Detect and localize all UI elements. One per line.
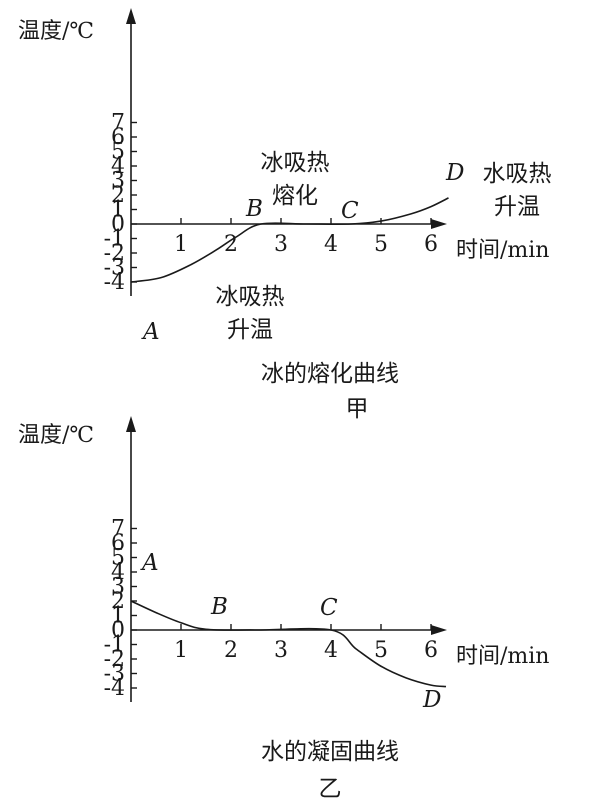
point-label-c: C bbox=[341, 198, 359, 224]
y-tick-label: 1 bbox=[111, 198, 125, 223]
chart-title: 水的凝固曲线 bbox=[261, 739, 399, 765]
point-label-a: A bbox=[140, 550, 159, 576]
y-tick-label: 0 bbox=[111, 212, 125, 237]
y-tick-label: 2 bbox=[111, 183, 125, 208]
annotation-text: 熔化 bbox=[272, 183, 318, 209]
y-axis-arrow bbox=[126, 416, 136, 432]
annotation-text: 冰吸热 bbox=[216, 284, 285, 310]
chart-subtitle: 甲 bbox=[346, 396, 369, 422]
x-axis-label: 时间/min bbox=[456, 644, 549, 669]
y-tick-label: 3 bbox=[111, 169, 125, 194]
point-label-c: C bbox=[320, 595, 338, 621]
x-tick-label: 5 bbox=[374, 232, 388, 257]
y-tick-label: -3 bbox=[104, 662, 125, 687]
x-tick-label: 6 bbox=[424, 638, 438, 663]
y-tick-label: -2 bbox=[104, 241, 125, 266]
x-tick-label: 6 bbox=[424, 232, 438, 257]
y-tick-label: -1 bbox=[104, 227, 125, 252]
y-tick-label: -4 bbox=[104, 676, 125, 701]
y-tick-label: -4 bbox=[104, 270, 125, 295]
x-tick-label: 3 bbox=[274, 638, 288, 663]
y-tick-label: 6 bbox=[111, 125, 125, 150]
point-label-b: B bbox=[245, 196, 263, 222]
y-axis-arrow bbox=[126, 8, 136, 24]
x-axis-label: 时间/min bbox=[456, 238, 549, 263]
annotation-text: 升温 bbox=[494, 194, 540, 220]
x-axis-arrow bbox=[431, 219, 447, 229]
x-tick-label: 1 bbox=[174, 638, 188, 663]
y-tick-label: 5 bbox=[111, 140, 125, 165]
y-axis-label: 温度/℃ bbox=[18, 19, 94, 44]
x-tick-label: 5 bbox=[374, 638, 388, 663]
chart-subtitle: 乙 bbox=[319, 776, 342, 802]
y-tick-label: 1 bbox=[111, 604, 125, 629]
series-line bbox=[130, 197, 449, 283]
annotation-text: 水吸热 bbox=[483, 161, 552, 187]
y-tick-label: 4 bbox=[111, 560, 125, 585]
annotation-text: 冰吸热 bbox=[261, 150, 330, 176]
y-tick-label: 2 bbox=[111, 589, 125, 614]
point-label-d: D bbox=[445, 160, 464, 186]
y-tick-label: 4 bbox=[111, 154, 125, 179]
y-tick-label: 7 bbox=[111, 517, 125, 542]
point-label-d: D bbox=[422, 687, 441, 713]
y-axis-label: 温度/℃ bbox=[18, 423, 94, 448]
x-tick-label: 1 bbox=[174, 232, 188, 257]
x-tick-label: 2 bbox=[224, 232, 238, 257]
x-tick-label: 2 bbox=[224, 638, 238, 663]
y-tick-label: 3 bbox=[111, 575, 125, 600]
y-tick-label: 6 bbox=[111, 531, 125, 556]
x-axis-arrow bbox=[431, 625, 447, 635]
x-tick-label: 3 bbox=[274, 232, 288, 257]
y-tick-label: -2 bbox=[104, 647, 125, 672]
series-line bbox=[130, 600, 447, 688]
chart-title: 冰的熔化曲线 bbox=[261, 361, 399, 387]
point-label-a: A bbox=[141, 319, 160, 345]
y-tick-label: -1 bbox=[104, 633, 125, 658]
x-tick-label: 4 bbox=[324, 638, 338, 663]
annotation-text: 升温 bbox=[227, 317, 273, 343]
x-tick-label: 4 bbox=[324, 232, 338, 257]
y-tick-label: 5 bbox=[111, 546, 125, 571]
point-label-b: B bbox=[210, 594, 228, 620]
y-tick-label: 0 bbox=[111, 618, 125, 643]
y-tick-label: 7 bbox=[111, 111, 125, 136]
y-tick-label: -3 bbox=[104, 256, 125, 281]
